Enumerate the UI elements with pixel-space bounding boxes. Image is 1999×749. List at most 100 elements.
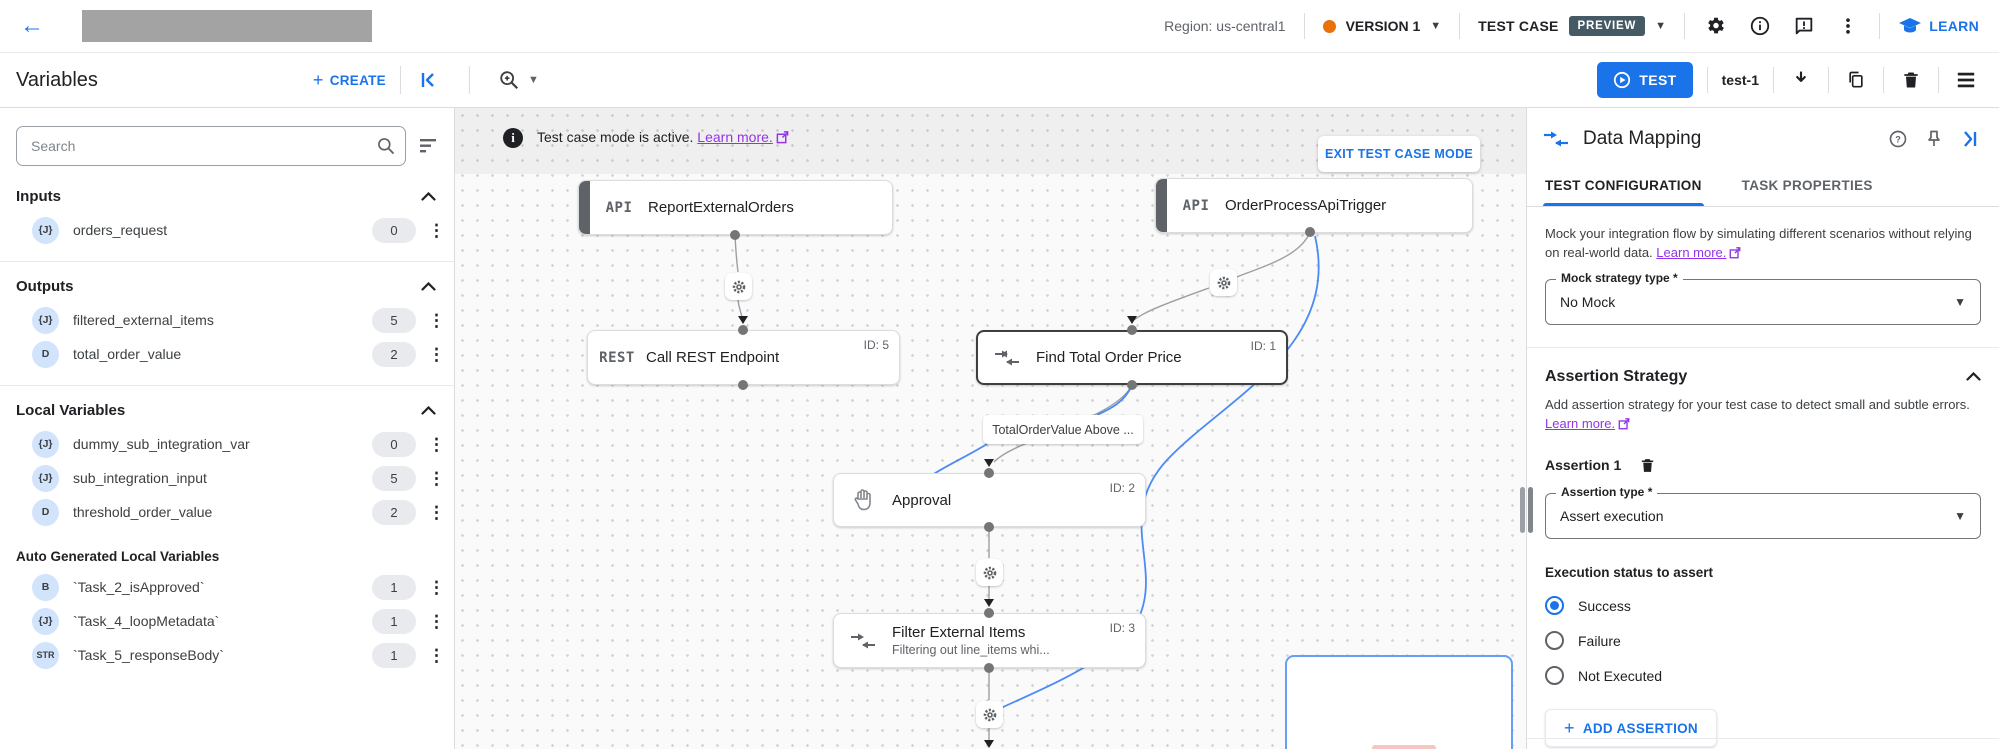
learn-button[interactable]: LEARN xyxy=(1898,16,1979,36)
divider xyxy=(1883,67,1884,93)
panel-scrollbar[interactable] xyxy=(1528,487,1533,533)
radio-success[interactable]: Success xyxy=(1545,596,1981,616)
radio-not-executed[interactable]: Not Executed xyxy=(1545,666,1981,686)
node-call-rest-endpoint[interactable]: REST Call REST Endpoint ID: 5 xyxy=(587,330,900,385)
more-vert-icon[interactable]: ⋮ xyxy=(428,434,445,454)
pin-icon[interactable] xyxy=(1921,126,1947,152)
input-port[interactable] xyxy=(738,325,748,335)
tab-task-properties[interactable]: TASK PROPERTIES xyxy=(1741,178,1873,193)
node-title: ReportExternalOrders xyxy=(648,199,794,216)
output-port[interactable] xyxy=(984,663,994,673)
settings-gear-icon[interactable] xyxy=(1703,13,1729,39)
sort-icon[interactable] xyxy=(416,133,442,159)
node-find-total-order-price[interactable]: Find Total Order Price ID: 1 xyxy=(976,330,1288,385)
output-port[interactable] xyxy=(984,522,994,532)
json-type-icon: {J} xyxy=(32,306,59,334)
output-port[interactable] xyxy=(1305,227,1315,237)
foreach-group-card[interactable] xyxy=(1285,655,1513,749)
test-name-label: test-1 xyxy=(1721,72,1759,88)
node-filter-external-items[interactable]: Filter External Items Filtering out line… xyxy=(833,613,1146,668)
variable-row[interactable]: {J} `Task_4_loopMetadata` 1 ⋮ xyxy=(0,604,454,638)
json-type-icon: {J} xyxy=(32,216,59,244)
radio-failure[interactable]: Failure xyxy=(1545,631,1981,651)
variable-row[interactable]: {J} filtered_external_items 5 ⋮ xyxy=(0,303,454,337)
assertion-learn-more-link[interactable]: Learn more. xyxy=(1545,415,1616,431)
chevron-up-icon[interactable] xyxy=(1966,372,1981,381)
testcase-dropdown[interactable]: TEST CASE PREVIEW ▼ xyxy=(1478,16,1666,36)
collapse-panel-left-icon[interactable] xyxy=(415,67,441,93)
assertion-item-title: Assertion 1 xyxy=(1545,457,1622,474)
info-icon[interactable] xyxy=(1747,13,1773,39)
variable-row[interactable]: D total_order_value 2 ⋮ xyxy=(0,337,454,371)
variable-row[interactable]: D threshold_order_value 2 ⋮ xyxy=(0,495,454,529)
more-vert-icon[interactable]: ⋮ xyxy=(428,344,445,364)
usage-count-badge: 0 xyxy=(372,431,416,457)
mock-strategy-select[interactable]: Mock strategy type * No Mock ▼ xyxy=(1545,270,1981,325)
more-vert-icon[interactable]: ⋮ xyxy=(428,645,445,665)
create-variable-button[interactable]: + CREATE xyxy=(313,70,386,91)
feedback-icon[interactable] xyxy=(1791,13,1817,39)
task-list-icon[interactable] xyxy=(1953,67,1979,93)
mock-description: Mock your integration flow by simulating… xyxy=(1545,226,1972,260)
delete-assertion-trash-icon[interactable] xyxy=(1637,455,1657,475)
banner-learn-more-link[interactable]: Learn more. xyxy=(697,129,773,145)
exit-test-case-mode-button[interactable]: EXIT TEST CASE MODE xyxy=(1318,136,1480,172)
more-vert-icon[interactable]: ⋮ xyxy=(428,310,445,330)
edge-gear-icon[interactable] xyxy=(725,273,752,300)
add-assertion-button[interactable]: + ADD ASSERTION xyxy=(1545,709,1717,748)
input-port[interactable] xyxy=(1127,325,1137,335)
variable-row[interactable]: {J} orders_request 0 ⋮ xyxy=(0,213,454,247)
mock-learn-more-link[interactable]: Learn more. xyxy=(1656,244,1727,260)
edge-condition-label[interactable]: TotalOrderValue Above ... xyxy=(983,415,1143,444)
edge-gear-icon[interactable] xyxy=(976,701,1003,728)
tab-test-configuration[interactable]: TEST CONFIGURATION xyxy=(1543,166,1704,206)
more-vert-icon[interactable]: ⋮ xyxy=(428,502,445,522)
more-vert-icon[interactable]: ⋮ xyxy=(428,577,445,597)
edge-gear-icon[interactable] xyxy=(976,559,1003,586)
search-input[interactable] xyxy=(16,126,406,166)
section-outputs-header[interactable]: Outputs xyxy=(0,262,454,303)
learn-label: LEARN xyxy=(1929,18,1979,34)
edge-gear-icon[interactable] xyxy=(1210,269,1237,296)
variable-row[interactable]: {J} dummy_sub_integration_var 0 ⋮ xyxy=(0,427,454,461)
variable-row[interactable]: {J} sub_integration_input 5 ⋮ xyxy=(0,461,454,495)
collapse-panel-right-icon[interactable] xyxy=(1957,126,1983,152)
input-port[interactable] xyxy=(984,608,994,618)
chevron-up-icon xyxy=(421,406,436,415)
svg-text:?: ? xyxy=(1895,134,1901,144)
output-port[interactable] xyxy=(1127,380,1137,390)
zoom-dropdown[interactable]: ▼ xyxy=(498,69,539,91)
plus-icon: + xyxy=(1564,717,1575,738)
node-approval[interactable]: Approval ID: 2 xyxy=(833,473,1146,527)
more-vert-icon[interactable]: ⋮ xyxy=(428,220,445,240)
canvas-scrollbar[interactable] xyxy=(1520,487,1525,533)
api-trigger-icon: API xyxy=(605,199,633,216)
node-order-process-api-trigger[interactable]: API OrderProcessApiTrigger xyxy=(1155,178,1473,233)
node-title: OrderProcessApiTrigger xyxy=(1225,197,1387,214)
rest-task-icon: REST xyxy=(599,349,635,366)
delete-trash-icon[interactable] xyxy=(1898,67,1924,93)
variable-name: dummy_sub_integration_var xyxy=(73,436,250,452)
output-port[interactable] xyxy=(738,380,748,390)
more-vert-icon[interactable] xyxy=(1835,13,1861,39)
assertion-type-select[interactable]: Assertion type * Assert execution ▼ xyxy=(1545,485,1981,540)
variable-row[interactable]: STR `Task_5_responseBody` 1 ⋮ xyxy=(0,638,454,672)
flow-canvas[interactable]: i Test case mode is active. Learn more. … xyxy=(455,108,1526,749)
help-icon[interactable]: ? xyxy=(1885,126,1911,152)
panel-title: Data Mapping xyxy=(1583,128,1702,149)
section-local-variables-header[interactable]: Local Variables xyxy=(0,386,454,427)
download-icon[interactable] xyxy=(1788,67,1814,93)
output-port[interactable] xyxy=(730,230,740,240)
test-button[interactable]: TEST xyxy=(1597,62,1693,98)
test-label: TEST xyxy=(1639,72,1677,88)
more-vert-icon[interactable]: ⋮ xyxy=(428,468,445,488)
version-dropdown[interactable]: VERSION 1 ▼ xyxy=(1322,18,1441,34)
input-port[interactable] xyxy=(984,468,994,478)
back-arrow-icon[interactable]: ← xyxy=(20,12,44,39)
node-report-external-orders[interactable]: API ReportExternalOrders xyxy=(578,180,893,235)
copy-icon[interactable] xyxy=(1843,67,1869,93)
variable-row[interactable]: B `Task_2_isApproved` 1 ⋮ xyxy=(0,570,454,604)
node-id: ID: 1 xyxy=(1250,339,1276,353)
more-vert-icon[interactable]: ⋮ xyxy=(428,611,445,631)
section-inputs-header[interactable]: Inputs xyxy=(0,172,454,213)
